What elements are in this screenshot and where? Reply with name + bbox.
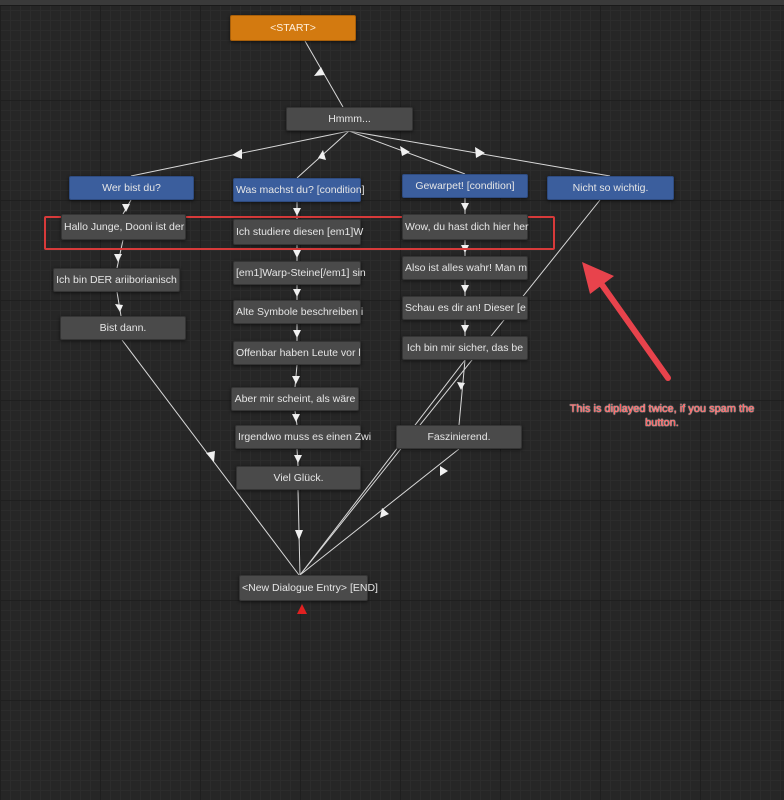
choice-was-machst-du[interactable]: Was machst du? [condition] <box>233 178 365 202</box>
node-bist-dann[interactable]: Bist dann. <box>60 316 186 340</box>
end-marker-icon <box>297 604 307 614</box>
start-node[interactable]: <START> <box>230 15 356 41</box>
node-ich-studiere[interactable]: Ich studiere diesen [em1]W <box>233 219 363 245</box>
node-irgendwo[interactable]: Irgendwo muss es einen Zwi <box>235 425 371 449</box>
node-faszinierend[interactable]: Faszinierend. <box>396 425 522 449</box>
choice-wer-bist-du[interactable]: Wer bist du? <box>69 176 194 200</box>
node-offenbar[interactable]: Offenbar haben Leute vor l <box>233 341 361 365</box>
node-aber-mir[interactable]: Aber mir scheint, als wäre <box>231 387 359 411</box>
node-warp-steine[interactable]: [em1]Warp-Steine[/em1] sin <box>233 261 366 285</box>
choice-nicht-so-wichtig[interactable]: Nicht so wichtig. <box>547 176 674 200</box>
end-node[interactable]: <New Dialogue Entry> [END] <box>239 575 378 601</box>
node-hallo-junge[interactable]: Hallo Junge, Dooni ist der <box>61 214 186 240</box>
node-wow[interactable]: Wow, du hast dich hier her <box>402 214 529 240</box>
node-viel-glueck[interactable]: Viel Glück. <box>236 466 361 490</box>
node-also-ist[interactable]: Also ist alles wahr! Man m <box>402 256 528 280</box>
highlight-box <box>44 216 555 250</box>
node-ich-bin-der[interactable]: Ich bin DER ariiborianisch <box>53 268 180 292</box>
choice-gewarpet[interactable]: Gewarpet! [condition] <box>402 174 528 198</box>
hub-node[interactable]: Hmmm... <box>286 107 413 131</box>
node-ich-bin-mir[interactable]: Ich bin mir sicher, das be <box>402 336 528 360</box>
annotation-note: This is diplayed twice, if you spam the … <box>569 403 755 429</box>
node-schau-es[interactable]: Schau es dir an! Dieser [e <box>402 296 528 320</box>
node-alte-symbole[interactable]: Alte Symbole beschreiben i <box>233 300 363 324</box>
editor-top-bar <box>0 0 784 6</box>
